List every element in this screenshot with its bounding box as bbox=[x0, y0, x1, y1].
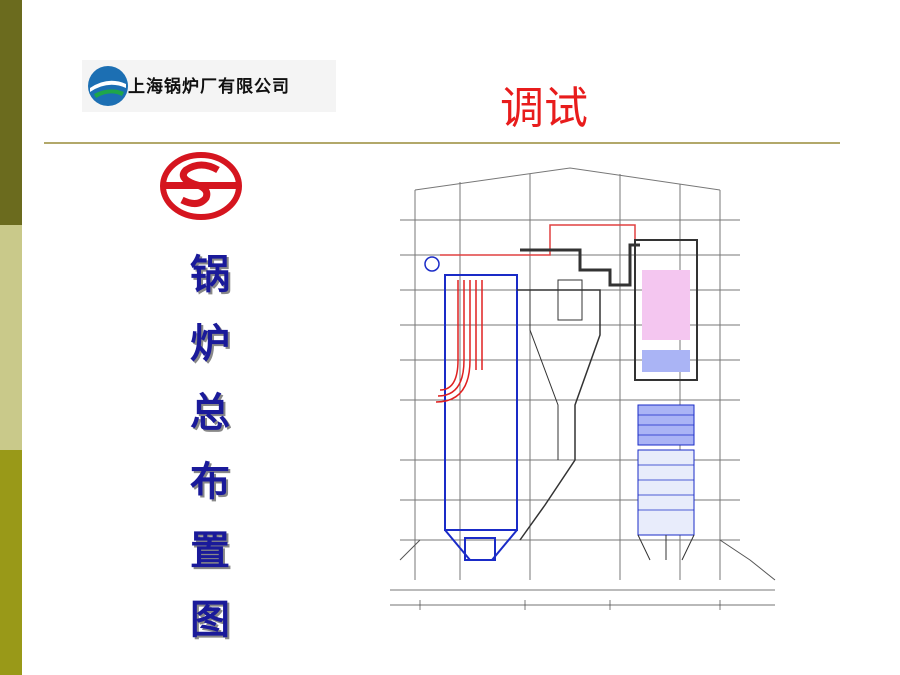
boiler-layout-drawing bbox=[390, 167, 776, 610]
vertical-char: 置 bbox=[190, 527, 230, 574]
page-title: 调试 bbox=[500, 83, 588, 134]
vertical-char: 锅 bbox=[190, 251, 230, 298]
side-bar-middle bbox=[0, 225, 22, 450]
divider bbox=[44, 142, 840, 144]
side-bar-bottom bbox=[0, 450, 22, 675]
vertical-char: 布 bbox=[190, 458, 230, 505]
vertical-char: 炉 bbox=[190, 320, 230, 367]
side-bar-top bbox=[0, 0, 22, 225]
company-logo: 上海锅炉厂有限公司 bbox=[82, 60, 336, 112]
shanghai-boiler-logo-icon bbox=[88, 66, 128, 106]
vertical-char: 图 bbox=[190, 596, 230, 643]
sbw-seal-icon bbox=[160, 152, 242, 220]
company-name: 上海锅炉厂有限公司 bbox=[128, 77, 290, 97]
vertical-title: 锅 炉 总 布 置 图 bbox=[170, 240, 250, 654]
vertical-char: 总 bbox=[190, 389, 230, 436]
